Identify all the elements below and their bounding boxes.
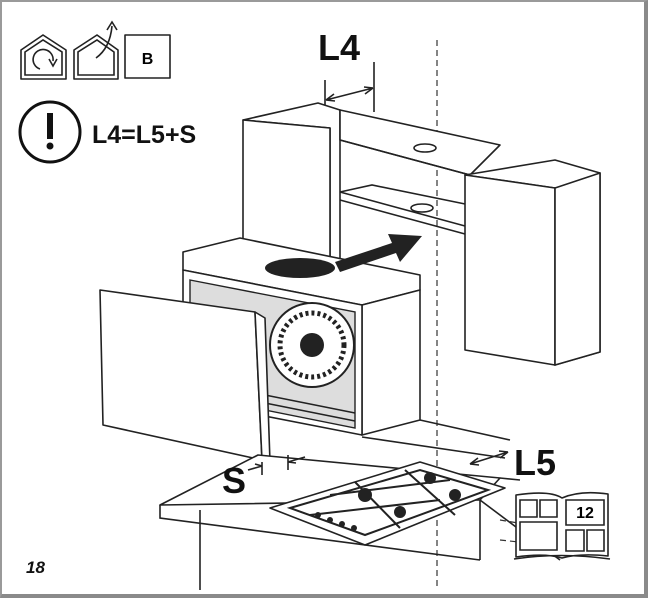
gas-hob	[269, 461, 506, 546]
airflow-arrow	[335, 234, 422, 272]
l4-label: L4	[318, 27, 360, 68]
warning-formula: L4=L5+S	[92, 121, 196, 149]
page-number: 18	[26, 558, 45, 577]
hood-front-panel	[99, 289, 263, 461]
mode-label: B	[142, 51, 154, 68]
l5-arrow	[361, 419, 511, 466]
right-wall-cabinet	[464, 159, 601, 366]
l5-label: L5	[514, 442, 556, 483]
exclamation-circle-icon	[18, 100, 82, 164]
left-wall-cabinet	[242, 102, 341, 263]
open-book-icon	[513, 491, 611, 560]
house-extraction-icon	[73, 20, 119, 80]
mode-box	[124, 34, 171, 79]
s-label: S	[222, 460, 246, 501]
manual-page-ref: 12	[576, 505, 594, 522]
l4-arrow	[325, 86, 374, 102]
s-arrow	[247, 455, 306, 475]
house-recirculation-icon	[20, 34, 67, 80]
